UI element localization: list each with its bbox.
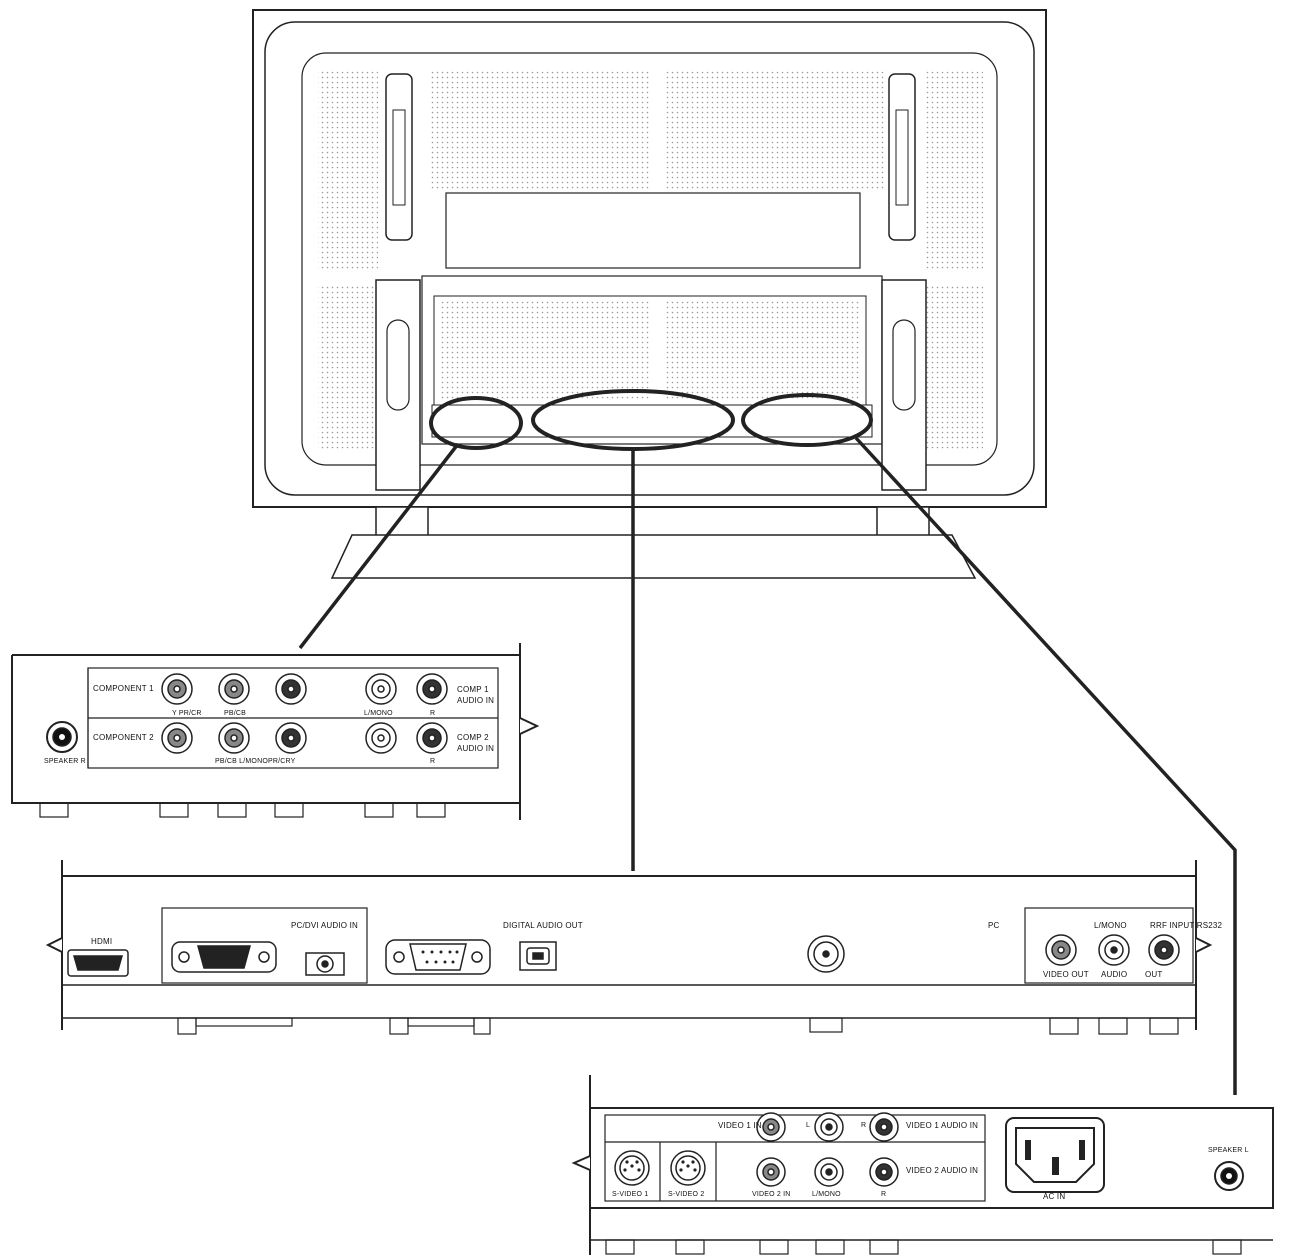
panel-component-inputs xyxy=(11,643,540,820)
label-comp2-audio: COMP 2 xyxy=(457,733,489,742)
label-video2-in: VIDEO 2 IN xyxy=(752,1191,791,1198)
comp1-audio-l-jack xyxy=(365,673,397,705)
label-video2-audio-in: VIDEO 2 AUDIO IN xyxy=(906,1166,979,1175)
label-speaker-l: SPEAKER L xyxy=(1208,1147,1249,1154)
label-hdmi: HDMI xyxy=(91,937,113,946)
audio-out-r-jack xyxy=(1148,934,1180,966)
label-component-2: COMPONENT 2 xyxy=(93,733,154,742)
speaker-l-jack xyxy=(1214,1161,1244,1191)
label-pb-cb: PB/CB xyxy=(224,710,247,717)
ac-power-inlet xyxy=(1005,1117,1105,1193)
label-audio-out: AUDIO xyxy=(1101,970,1128,979)
label-l-mono-out: L/MONO xyxy=(1094,921,1127,930)
video1-audio-r-jack xyxy=(869,1112,899,1142)
svideo1-port xyxy=(614,1150,650,1186)
label-speaker-r: SPEAKER R xyxy=(44,758,86,765)
label-video-out: VIDEO OUT xyxy=(1043,970,1089,979)
label-digital-audio-out: DIGITAL AUDIO OUT xyxy=(503,921,583,930)
label-svideo1: S-VIDEO 1 xyxy=(612,1191,649,1198)
label-comp1-audio: COMP 1 xyxy=(457,685,489,694)
panel-video-ac-inputs xyxy=(571,1075,1274,1255)
label-y-pr-cr: Y PR/CR xyxy=(172,710,202,717)
label-component-1: COMPONENT 1 xyxy=(93,684,154,693)
label-audio-in-1: AUDIO IN xyxy=(457,696,495,705)
panel-a-jacks xyxy=(46,673,448,754)
speaker-r-jack xyxy=(46,721,78,753)
digital-audio-out-port xyxy=(519,941,557,971)
label-pc: PC xyxy=(988,921,1000,930)
label-r-comp1: R xyxy=(430,710,436,717)
label-l-video1: L xyxy=(806,1122,811,1129)
comp2-audio-l-jack xyxy=(365,722,397,754)
label-video1-in: VIDEO 1 IN xyxy=(718,1121,762,1130)
panel-b-connectors xyxy=(67,934,1180,977)
label-row2-component: PB/CB L/MONOPR/CRY xyxy=(215,758,296,765)
video2-audio-l-jack xyxy=(814,1157,844,1187)
label-out: OUT xyxy=(1145,970,1163,979)
comp1-audio-r-jack xyxy=(416,673,448,705)
label-svideo2: S-VIDEO 2 xyxy=(668,1191,705,1198)
label-rf-input-rs232: RRF INPUT RS232 xyxy=(1150,921,1223,930)
label-video1-audio-in: VIDEO 1 AUDIO IN xyxy=(906,1121,979,1130)
label-ac-in: AC IN xyxy=(1043,1192,1066,1201)
tv-rear-view xyxy=(252,9,1237,1095)
video1-in-jack xyxy=(756,1112,786,1142)
video1-audio-l-jack xyxy=(814,1112,844,1142)
comp2-pb-jack xyxy=(218,722,250,754)
rs232-port xyxy=(385,939,491,975)
video-out-jack xyxy=(1045,934,1077,966)
comp1-pr-jack xyxy=(275,673,307,705)
comp1-y-jack xyxy=(161,673,193,705)
comp2-audio-r-jack xyxy=(416,722,448,754)
comp2-y-jack xyxy=(161,722,193,754)
vga-port xyxy=(171,941,277,973)
label-l-mono-video2: L/MONO xyxy=(812,1191,841,1198)
pc-audio-in-jack xyxy=(305,952,345,976)
audio-out-l-jack xyxy=(1098,934,1130,966)
label-r-video2: R xyxy=(881,1191,887,1198)
label-r-video1: R xyxy=(861,1122,867,1129)
panel-c-connectors xyxy=(614,1112,1244,1193)
comp1-pb-jack xyxy=(218,673,250,705)
hdmi-port xyxy=(67,949,129,977)
video2-in-jack xyxy=(756,1157,786,1187)
rf-input-jack xyxy=(807,935,845,973)
svideo2-port xyxy=(670,1150,706,1186)
panel-pc-hdmi-inputs xyxy=(45,860,1213,1035)
label-pc-dvi-audio-in: PC/DVI AUDIO IN xyxy=(291,921,359,930)
label-r-comp2: R xyxy=(430,758,436,765)
label-audio-in-2: AUDIO IN xyxy=(457,744,495,753)
label-l-mono-comp1: L/MONO xyxy=(364,710,393,717)
video2-audio-r-jack xyxy=(869,1157,899,1187)
comp2-pr-jack xyxy=(275,722,307,754)
